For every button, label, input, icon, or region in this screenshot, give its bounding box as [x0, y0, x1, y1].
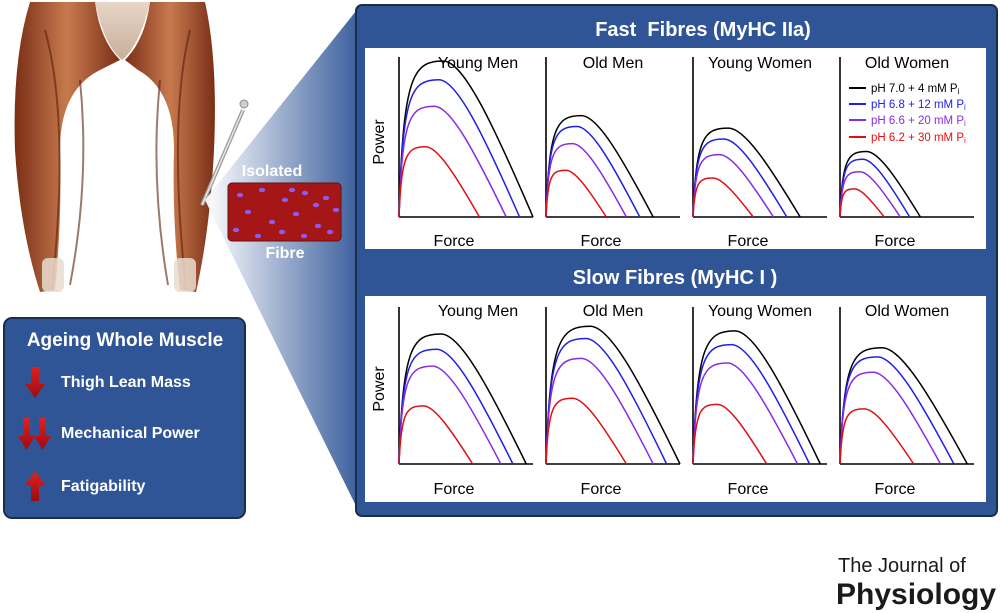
power-curve — [398, 146, 481, 218]
power-curve — [398, 105, 507, 218]
power-curve — [839, 158, 911, 218]
power-curve — [545, 357, 654, 465]
legend-entry: pH 6.2 + 30 mM Pi — [871, 132, 966, 145]
fast-fibres-title: Fast Fibres (MyHC IIa) — [595, 19, 811, 41]
nucleus — [244, 209, 252, 215]
nucleus — [322, 195, 330, 201]
x-axis-label: Force — [728, 233, 769, 250]
legend-entry: pH 6.6 + 20 mM Pi — [871, 115, 966, 128]
power-curve — [692, 138, 788, 218]
power-curve — [398, 405, 474, 465]
summary-item-label: Fatigability — [61, 478, 146, 495]
ageing-summary-box: Ageing Whole Muscle Thigh Lean Mass Mech… — [3, 317, 246, 519]
y-axis-label: Power — [371, 119, 388, 165]
journal-name-line2: Physiology — [836, 578, 996, 611]
nucleus — [301, 190, 309, 196]
x-axis-label: Force — [875, 481, 916, 498]
power-curve — [545, 397, 628, 465]
nucleus — [278, 229, 286, 235]
legend-entry: pH 6.8 + 12 mM Pi — [871, 99, 966, 112]
nucleus — [314, 223, 322, 229]
x-axis-label: Force — [581, 233, 622, 250]
power-curve — [692, 177, 754, 218]
isolated-label: Isolated — [242, 163, 302, 180]
chart-title: Young Women — [708, 55, 812, 72]
nucleus — [292, 211, 300, 217]
power-curve — [692, 330, 821, 465]
x-axis-label: Force — [581, 481, 622, 498]
power-curve — [692, 343, 811, 465]
power-curve — [692, 362, 799, 465]
power-curve — [839, 171, 901, 218]
nucleus — [258, 187, 266, 193]
power-curve — [398, 333, 527, 465]
slow-fibres-panel — [365, 296, 986, 502]
nucleus — [332, 207, 340, 213]
power-curve — [839, 408, 915, 465]
down-arrow-icon — [25, 367, 45, 398]
nucleus — [326, 229, 334, 235]
power-curve — [692, 127, 801, 218]
y-axis-label: Power — [371, 366, 388, 412]
chart-title: Young Women — [708, 303, 812, 320]
chart-title: Young Men — [438, 55, 518, 72]
nucleus — [232, 227, 240, 233]
zoom-beam — [205, 6, 360, 514]
legend: pH 7.0 + 4 mM Pi pH 6.8 + 12 mM Pi pH 6.… — [849, 83, 966, 145]
chart-title: Old Men — [583, 55, 643, 72]
nucleus — [236, 192, 244, 198]
power-curve — [839, 188, 885, 218]
x-axis-label: Force — [875, 233, 916, 250]
legend-entry: pH 7.0 + 4 mM Pi — [871, 83, 960, 96]
nucleus — [288, 187, 296, 193]
power-curve — [839, 371, 942, 465]
chart-title: Old Men — [583, 303, 643, 320]
power-curve — [692, 403, 768, 465]
fibre-label: Fibre — [265, 245, 304, 262]
nucleus — [254, 233, 262, 239]
power-curve — [545, 125, 641, 218]
nucleus — [312, 202, 320, 208]
chart-title: Old Women — [865, 55, 949, 72]
nucleus — [268, 219, 276, 225]
power-curve — [398, 348, 514, 465]
summary-item-label: Thigh Lean Mass — [61, 374, 191, 391]
fast-fibres-panel — [365, 48, 986, 249]
power-curve — [398, 78, 521, 218]
double-down-arrow-icon — [18, 418, 51, 450]
summary-title: Ageing Whole Muscle — [27, 330, 223, 351]
power-curve — [398, 365, 502, 465]
nucleus — [281, 197, 289, 203]
biopsy-needle-icon — [200, 99, 249, 206]
chart-title: Young Men — [438, 303, 518, 320]
power-curve — [839, 356, 955, 465]
x-axis-label: Force — [434, 481, 475, 498]
chart-title: Old Women — [865, 303, 949, 320]
x-axis-label: Force — [434, 233, 475, 250]
up-arrow-icon — [25, 471, 45, 501]
x-axis-label: Force — [728, 481, 769, 498]
slow-fibres-title: Slow Fibres (MyHC I ) — [573, 267, 777, 289]
power-curve — [545, 142, 628, 218]
power-curve — [692, 153, 775, 218]
power-curve — [398, 60, 534, 218]
power-curve — [545, 337, 668, 465]
thigh-muscle-illustration — [14, 2, 215, 292]
nucleus — [300, 233, 308, 239]
isolated-fibre-illustration — [227, 182, 342, 242]
power-curve — [545, 169, 607, 218]
summary-item-label: Mechanical Power — [61, 425, 200, 442]
journal-name-line1: The Journal of — [838, 555, 966, 577]
